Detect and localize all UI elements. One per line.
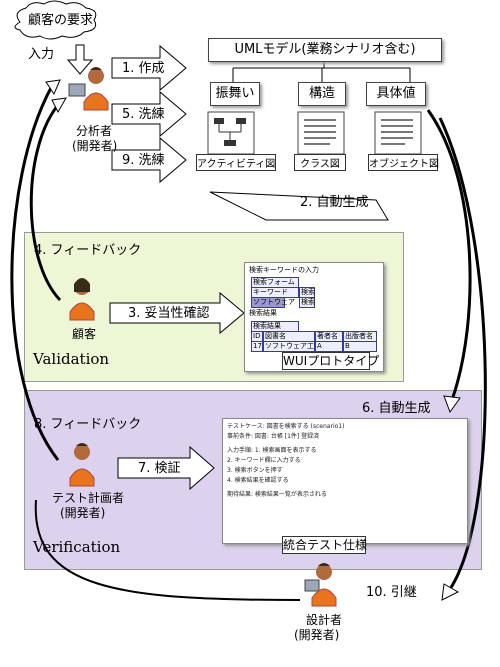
test-spec-document: テストケース: 図書を検索する (scenario1) 事前条件: 図書: 台帳 … xyxy=(222,418,468,544)
refine2-arrow xyxy=(111,136,187,184)
uml-category-structure: 構造 xyxy=(298,82,346,106)
test-spec-line: 入力手順: 1. 検索画面を表示する xyxy=(227,447,317,454)
wui-search-button-2[interactable]: 検索 xyxy=(299,297,315,308)
step-handover: 10. 引継 xyxy=(366,585,417,600)
object-diagram-icon xyxy=(374,111,422,155)
requirement-cloud xyxy=(14,0,97,40)
analyst-sub-label: (開発者) xyxy=(72,139,118,153)
tester-icon xyxy=(69,443,95,487)
handover-head xyxy=(441,583,460,601)
designer-sub-label: (開発者) xyxy=(294,628,340,642)
wui-row-id: 17 xyxy=(251,341,263,352)
wui-row-title: ソフトウェア工学 xyxy=(263,341,321,352)
analyst-icon xyxy=(68,67,109,111)
validation-label: Validation xyxy=(33,350,110,368)
step-feedback-tester: 8. フィードバック xyxy=(34,417,142,432)
wui-prototype: 検索キーワードの入力 検索フォーム キーワード 検索 ソフトウェア 検索 検索結… xyxy=(244,262,384,372)
step-validate: 3. 妥当性確認 xyxy=(128,306,210,321)
step-verify: 7. 検証 xyxy=(138,461,181,476)
designer-label: 設計者 xyxy=(306,613,343,627)
analyst-label: 分析者 xyxy=(76,124,113,138)
step-refine-1: 5. 洗練 xyxy=(122,107,165,122)
autogen6-head xyxy=(443,395,461,414)
tester-sub-label: (開発者) xyxy=(60,506,106,520)
test-spec-line: 期待結果: 検索結果一覧が表示される xyxy=(227,491,327,498)
handover-curve xyxy=(438,117,487,593)
validate-arrow xyxy=(109,291,245,335)
uml-model-box: UMLモデル(業務シナリオ含む) xyxy=(208,38,442,62)
step-autogen-2: 6. 自動生成 xyxy=(362,401,431,416)
class-diagram-icon xyxy=(297,111,345,155)
verify-arrow xyxy=(117,445,215,491)
wui-row-publisher: B xyxy=(343,341,377,352)
wui-row-author: A xyxy=(315,341,343,352)
input-label: 入力 xyxy=(28,47,55,62)
test-spec-line: 3. 検索ボタンを押す xyxy=(227,467,283,474)
uml-tree-lines xyxy=(232,60,411,82)
feedback4-curve xyxy=(29,104,62,302)
uml-category-behavior-label: 振舞い xyxy=(215,86,255,101)
verification-label: Verification xyxy=(33,538,121,556)
uml-category-behavior: 振舞い xyxy=(210,82,260,106)
uml-category-structure-label: 構造 xyxy=(308,86,335,101)
step-create: 1. 作成 xyxy=(122,61,165,76)
wui-search-input[interactable]: ソフトウェア xyxy=(251,297,295,308)
autogen-chevron xyxy=(209,191,389,221)
test-spec-lines: テストケース: 図書を検索する (scenario1) 事前条件: 図書: 台帳 … xyxy=(227,423,463,501)
tester-label: テスト計画者 xyxy=(52,491,125,505)
wui-search-title: 検索キーワードの入力 xyxy=(249,266,319,274)
activity-diagram-caption: アクティビティ図 xyxy=(196,154,276,171)
step-refine-2: 9. 洗練 xyxy=(122,153,165,168)
uml-category-value-label: 具体値 xyxy=(376,86,416,101)
uml-category-value: 具体値 xyxy=(366,82,426,106)
customer-label: 顧客 xyxy=(72,327,97,341)
uml-model-title: UMLモデル(業務シナリオ含む) xyxy=(234,42,416,57)
refine1-arrow xyxy=(111,90,187,138)
class-diagram-caption: クラス図 xyxy=(294,154,346,171)
feedback8-head xyxy=(45,79,61,96)
feedback4-head xyxy=(51,97,67,114)
handover-left-curve xyxy=(34,499,301,601)
feedback8-curve xyxy=(10,85,60,461)
customer-icon xyxy=(69,278,95,321)
test-spec-line: 4. 検索結果を確認する xyxy=(227,477,289,484)
step-feedback-customer: 4. フィードバック xyxy=(34,243,142,258)
test-spec-line: テストケース: 図書を検索する (scenario1) xyxy=(227,423,345,430)
test-spec-line: 事前条件: 図書: 台帳 [1件] 登録済 xyxy=(227,433,320,440)
autogen6-curve xyxy=(426,109,472,401)
input-arrow xyxy=(66,44,94,75)
designer-icon xyxy=(304,563,337,607)
test-spec-line: 2. キーワード欄に入力する xyxy=(227,457,301,464)
wui-results-title: 検索結果 xyxy=(249,309,277,317)
activity-diagram-icon xyxy=(207,111,255,155)
create-arrow xyxy=(111,44,187,92)
wui-prototype-caption: WUIプロトタイプ xyxy=(282,352,380,370)
step-autogen-1: 2. 自動生成 xyxy=(300,195,369,210)
test-spec-caption: 統合テスト仕様 xyxy=(282,536,368,554)
object-diagram-caption: オブジェクト図 xyxy=(368,154,439,171)
requirement-cloud-text: 顧客の要求 xyxy=(28,13,94,28)
